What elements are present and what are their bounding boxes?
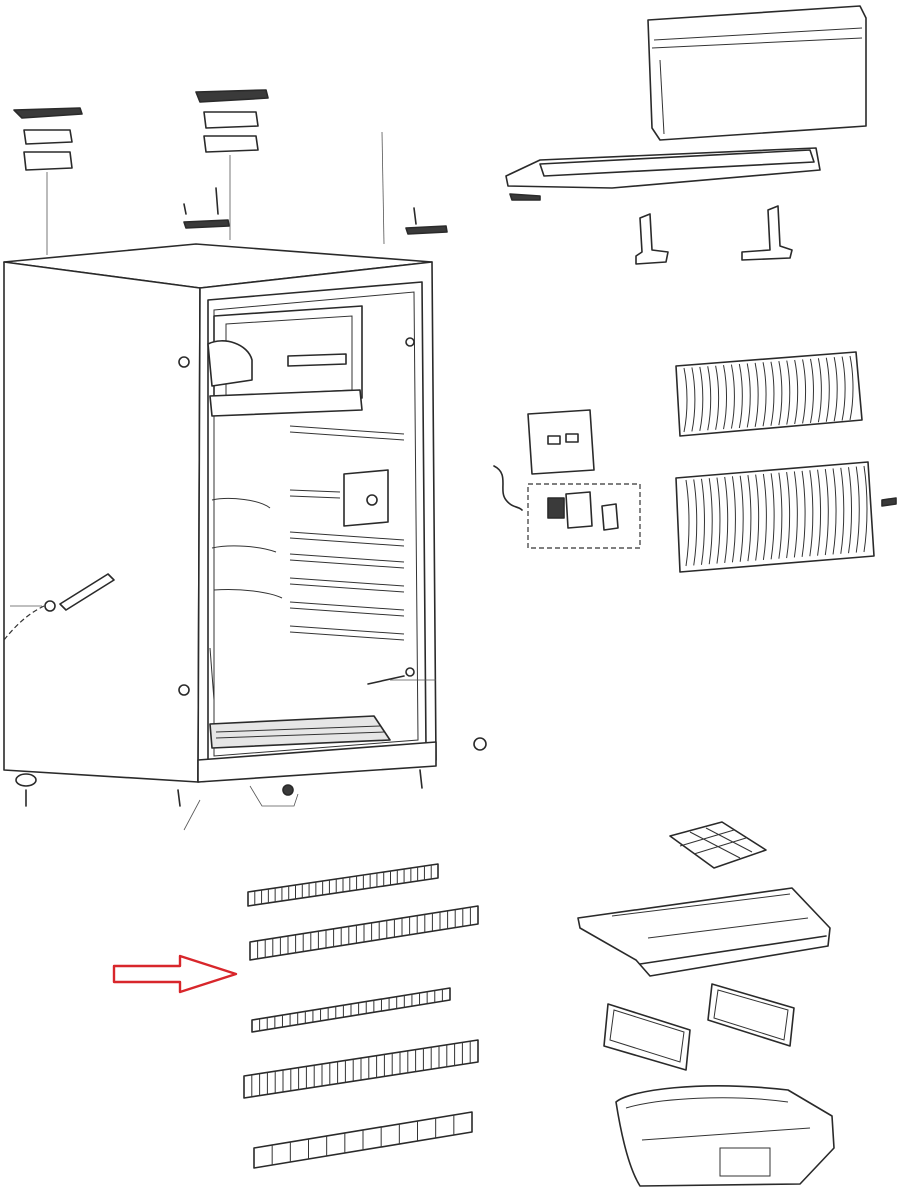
wire-shelf	[247, 863, 439, 907]
grille-slat	[770, 473, 775, 560]
grille-slat	[715, 365, 720, 430]
grille-slat	[738, 363, 743, 429]
grille-slat	[691, 367, 696, 432]
grille-slat	[746, 363, 751, 428]
grille-slat	[794, 359, 799, 425]
grille-slat	[825, 357, 830, 422]
wire-shelves	[243, 863, 479, 1169]
shelf-frame	[247, 863, 439, 907]
filter-pads	[603, 983, 795, 1071]
grille-slat	[716, 477, 721, 564]
grille-slat	[863, 465, 868, 553]
wire-shelf	[243, 1039, 479, 1099]
right-top-hinge-screw	[381, 131, 448, 245]
grille-slat	[730, 364, 735, 429]
grille-slat	[699, 366, 704, 431]
grille-slat	[832, 468, 837, 555]
grille-slat	[762, 473, 767, 560]
grille-slat	[723, 365, 727, 430]
grille-slat	[731, 476, 736, 563]
grille-slat	[778, 361, 783, 426]
grille-slat	[770, 361, 775, 426]
crisper-drawer-part	[615, 1085, 835, 1187]
wire-shelf	[253, 1111, 473, 1169]
grille-slat	[685, 479, 690, 567]
freezer-door-panel	[647, 5, 867, 141]
freezer-tray-part	[505, 147, 821, 201]
grille-slat	[817, 358, 822, 423]
drip-tray-cover-part	[577, 887, 831, 977]
cabinet-feet	[15, 675, 487, 831]
grille-slat	[833, 357, 838, 422]
grille-slat	[755, 474, 760, 561]
upper-vent-grille	[675, 351, 863, 437]
ice-cube-tray-part	[669, 821, 767, 869]
drain-hose-part	[3, 573, 115, 641]
grille-slat	[754, 362, 759, 427]
grille-slat	[700, 478, 705, 565]
left-top-hinge-assembly	[13, 107, 83, 255]
grille-slat	[747, 475, 752, 562]
refrigerator-cabinet	[3, 243, 437, 783]
grille-slat	[809, 358, 814, 423]
grille-slat	[848, 467, 853, 554]
grille-slat	[708, 478, 713, 565]
grille-slat	[841, 356, 846, 421]
grille-slat	[724, 476, 729, 564]
grille-slat	[801, 470, 806, 557]
thermostat-control-part	[493, 409, 641, 549]
wire-shelf	[251, 987, 451, 1033]
grille-slat	[778, 472, 783, 559]
grille-slat	[802, 359, 807, 424]
grille-slat	[849, 355, 854, 421]
grille-slat	[786, 472, 791, 559]
grille-slat	[855, 466, 860, 553]
grille-slat	[693, 479, 698, 566]
grille-slat	[762, 362, 767, 427]
grille-slat	[683, 367, 688, 433]
grille-slat	[707, 366, 712, 431]
grille-slat	[824, 468, 829, 556]
tray-hinges	[635, 205, 793, 265]
shelf-frame	[251, 987, 451, 1033]
highlighted-shelf	[249, 905, 479, 961]
grille-slat	[793, 471, 798, 558]
highlight-arrow-icon	[112, 954, 238, 994]
lower-vent-grille	[675, 461, 897, 573]
grille-slat	[786, 360, 791, 425]
grille-slat	[739, 475, 744, 562]
grille-slat	[809, 470, 814, 557]
grille-slat	[817, 469, 822, 556]
center-top-hinge-assembly	[183, 89, 269, 240]
grille-slat	[840, 467, 845, 554]
